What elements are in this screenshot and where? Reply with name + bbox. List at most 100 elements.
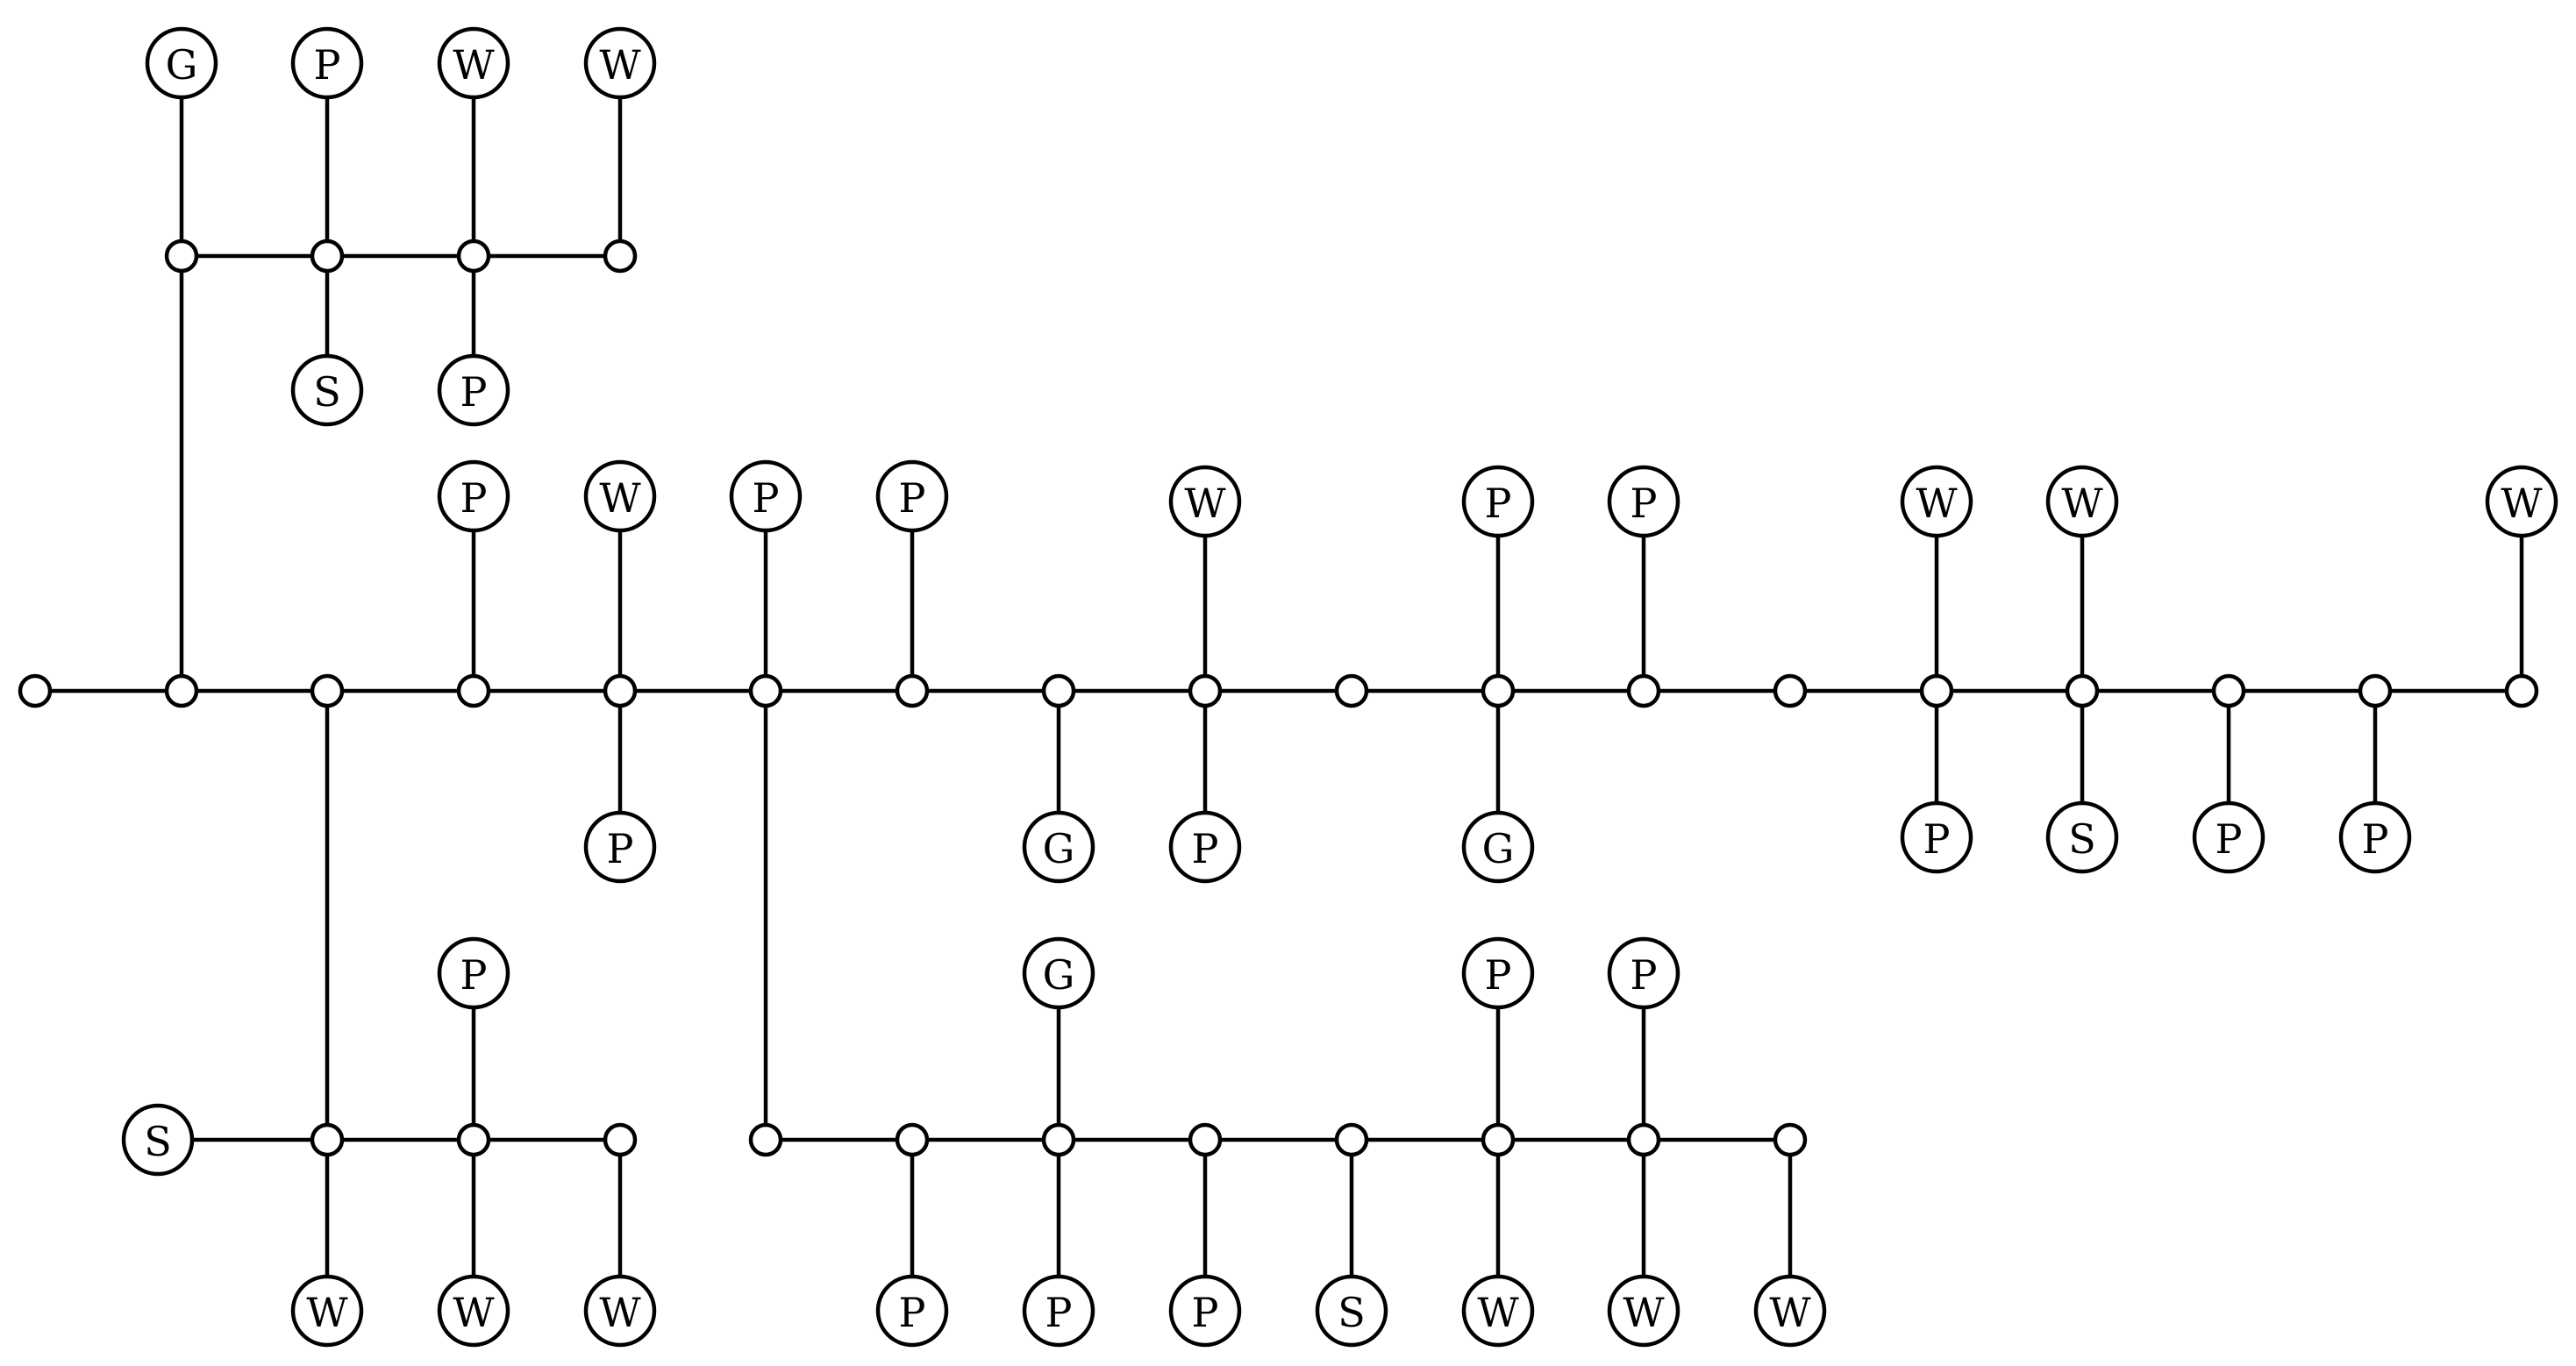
device-label: W — [2061, 480, 2103, 527]
device-label: P — [2362, 815, 2389, 863]
device-circle — [1900, 465, 1973, 538]
device-circle — [1607, 936, 1680, 1010]
device-label: P — [460, 951, 488, 999]
device-node: S — [290, 353, 364, 427]
device-node: W — [290, 1274, 364, 1348]
device-circle — [2045, 800, 2119, 874]
junction-node — [603, 673, 638, 708]
device-circle — [2192, 800, 2266, 874]
device-label: G — [1043, 951, 1075, 999]
device-node: P — [729, 459, 803, 533]
device-node: P — [1022, 1274, 1095, 1348]
device-node: W — [2045, 465, 2119, 538]
junction-node — [1188, 673, 1223, 708]
device-label: W — [1769, 1289, 1811, 1336]
device-circle — [875, 459, 949, 533]
junction-node — [1188, 1122, 1223, 1157]
device-circle — [437, 936, 510, 1010]
junction-node — [1334, 673, 1369, 708]
device-node: W — [583, 459, 657, 533]
device-label: P — [607, 825, 634, 872]
device-node: S — [2045, 800, 2119, 874]
device-node: W — [583, 1274, 657, 1348]
device-circle — [583, 1274, 657, 1348]
device-label: S — [2068, 815, 2096, 863]
junction-node — [456, 1122, 491, 1157]
device-node: W — [583, 26, 657, 100]
device-node: W — [1900, 465, 1973, 538]
device-circle — [875, 1274, 949, 1348]
device-node: P — [1461, 936, 1535, 1010]
device-node: P — [1900, 800, 1973, 874]
device-label: W — [306, 1289, 348, 1336]
device-node: P — [290, 26, 364, 100]
device-node: W — [437, 26, 510, 100]
device-label: P — [899, 474, 926, 522]
device-label: W — [1623, 1289, 1665, 1336]
device-label: W — [599, 474, 641, 522]
junction-node — [310, 673, 345, 708]
device-circle — [1168, 465, 1242, 538]
junction-node — [1626, 673, 1661, 708]
device-circle — [290, 26, 364, 100]
device-label: G — [1482, 825, 1515, 872]
device-label: W — [453, 41, 495, 89]
device-label: W — [1184, 480, 1226, 527]
junction-node — [2504, 673, 2539, 708]
device-label: P — [1485, 951, 1512, 999]
junction-node — [1334, 1122, 1369, 1157]
device-label: S — [144, 1118, 172, 1165]
device-circle — [290, 353, 364, 427]
device-circle — [1461, 465, 1535, 538]
device-circle — [583, 810, 657, 884]
device-node: S — [121, 1103, 195, 1177]
device-circle — [1461, 1274, 1535, 1348]
device-circle — [1607, 1274, 1680, 1348]
device-label: P — [1485, 480, 1512, 527]
junction-node — [1626, 1122, 1661, 1157]
device-node: P — [1607, 936, 1680, 1010]
device-node: P — [583, 810, 657, 884]
device-circle — [1607, 465, 1680, 538]
device-circle — [1168, 810, 1242, 884]
junction-node — [1773, 1122, 1808, 1157]
device-circle — [1461, 936, 1535, 1010]
device-circle — [121, 1103, 195, 1177]
device-circle — [1753, 1274, 1827, 1348]
device-node: W — [1168, 465, 1242, 538]
device-label: P — [1192, 825, 1219, 872]
device-node: P — [875, 1274, 949, 1348]
device-circle — [145, 26, 218, 100]
device-node: P — [1607, 465, 1680, 538]
device-node: P — [437, 936, 510, 1010]
device-node: G — [145, 26, 218, 100]
device-circle — [437, 459, 510, 533]
device-circle — [2045, 465, 2119, 538]
device-label: P — [1631, 480, 1658, 527]
device-label: S — [1338, 1289, 1366, 1336]
device-node: P — [437, 353, 510, 427]
device-label: W — [453, 1289, 495, 1336]
device-circle — [2338, 800, 2412, 874]
junction-node — [1041, 673, 1076, 708]
device-label: P — [1631, 951, 1658, 999]
device-node: P — [2338, 800, 2412, 874]
device-label: P — [1192, 1289, 1219, 1336]
device-node: P — [1168, 1274, 1242, 1348]
device-label: P — [460, 474, 488, 522]
device-label: W — [2501, 480, 2543, 527]
junctions — [18, 238, 2539, 1157]
device-label: W — [1916, 480, 1958, 527]
junction-node — [164, 238, 199, 274]
junction-node — [2211, 673, 2246, 708]
device-node: P — [2192, 800, 2266, 874]
device-node: P — [437, 459, 510, 533]
device-circle — [1022, 1274, 1095, 1348]
device-node: G — [1022, 810, 1095, 884]
junction-node — [456, 673, 491, 708]
device-circle — [583, 26, 657, 100]
device-circle — [1900, 800, 1973, 874]
device-circle — [290, 1274, 364, 1348]
